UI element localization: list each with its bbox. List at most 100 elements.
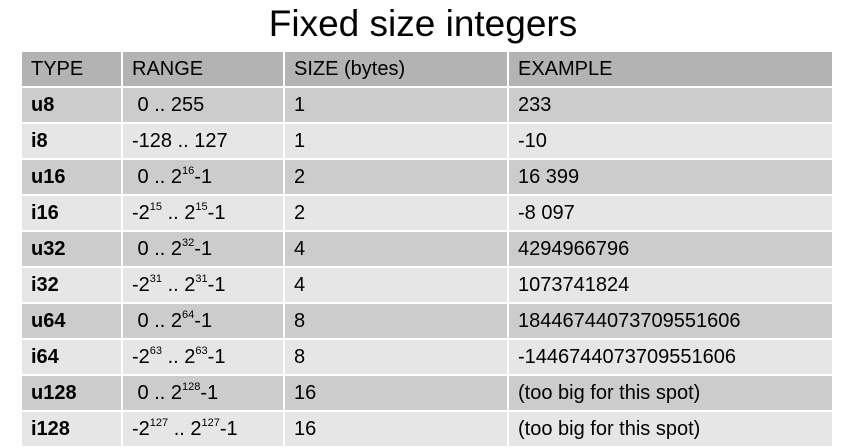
cell-size: 4 bbox=[284, 267, 509, 304]
range-low-base: -2 bbox=[132, 417, 150, 440]
cell-example: -1446744073709551606 bbox=[508, 339, 832, 376]
cell-example: -8 097 bbox=[508, 195, 832, 232]
range-high-base: 127 bbox=[194, 129, 228, 152]
cell-size: 2 bbox=[284, 195, 509, 232]
range-suffix: -1 bbox=[200, 381, 219, 404]
cell-example: (too big for this spot) bbox=[508, 411, 832, 448]
range-low-exponent: 127 bbox=[149, 416, 169, 429]
range-low-base: 0 bbox=[132, 93, 149, 116]
cell-type: u16 bbox=[22, 159, 123, 196]
cell-size: 8 bbox=[284, 339, 509, 376]
range-low-base: -128 bbox=[132, 129, 173, 152]
range-separator: .. bbox=[162, 345, 185, 368]
range-high-base: 2 bbox=[184, 273, 196, 296]
range-separator: .. bbox=[162, 201, 185, 224]
range-high-exponent: 64 bbox=[182, 308, 195, 321]
range-separator: .. bbox=[148, 165, 171, 188]
cell-type: i8 bbox=[22, 123, 123, 160]
table-header-row: TYPE RANGE SIZE (bytes) EXAMPLE bbox=[22, 52, 832, 88]
cell-range: 0 .. 2128-1 bbox=[122, 375, 285, 412]
cell-size: 2 bbox=[284, 159, 509, 196]
range-low-base: 0 bbox=[132, 381, 149, 404]
range-high-exponent: 127 bbox=[201, 416, 220, 429]
cell-range: 0 .. 264-1 bbox=[122, 303, 285, 340]
cell-range: -2127 .. 2127-1 bbox=[122, 411, 285, 448]
range-low-base: 0 bbox=[132, 237, 149, 260]
range-high-base: 2 bbox=[184, 345, 196, 368]
range-low-base: 0 bbox=[132, 165, 149, 188]
range-high-base: 2 bbox=[170, 165, 183, 188]
cell-size: 4 bbox=[284, 231, 509, 268]
cell-type: u32 bbox=[22, 231, 123, 268]
range-high-base: 2 bbox=[170, 237, 183, 260]
range-high-base: 2 bbox=[170, 309, 183, 332]
range-high-base: 2 bbox=[184, 201, 196, 224]
range-low-exponent: 63 bbox=[149, 344, 163, 357]
cell-type: u128 bbox=[22, 375, 123, 412]
range-suffix: -1 bbox=[207, 273, 226, 296]
cell-type: u8 bbox=[22, 87, 123, 124]
cell-type: u64 bbox=[22, 303, 123, 340]
range-suffix: -1 bbox=[219, 417, 238, 440]
column-header-type: TYPE bbox=[22, 52, 123, 88]
range-high-exponent: 128 bbox=[182, 380, 201, 393]
cell-range: -231 .. 231-1 bbox=[122, 267, 285, 304]
cell-range: -128 .. 127 bbox=[122, 123, 285, 160]
cell-range: 0 .. 232-1 bbox=[122, 231, 285, 268]
range-low-exponent: 15 bbox=[149, 200, 163, 213]
range-separator: .. bbox=[148, 93, 171, 116]
range-separator: .. bbox=[148, 309, 171, 332]
cell-type: i64 bbox=[22, 339, 123, 376]
range-separator: .. bbox=[168, 417, 191, 440]
range-separator: .. bbox=[172, 129, 195, 152]
range-suffix: -1 bbox=[207, 201, 226, 224]
column-header-example: EXAMPLE bbox=[508, 52, 832, 88]
range-high-base: 2 bbox=[190, 417, 202, 440]
column-header-size: SIZE (bytes) bbox=[284, 52, 509, 88]
range-separator: .. bbox=[148, 381, 171, 404]
cell-size: 8 bbox=[284, 303, 509, 340]
cell-size: 1 bbox=[284, 87, 509, 124]
range-low-base: 0 bbox=[132, 309, 149, 332]
cell-size: 16 bbox=[284, 375, 509, 412]
range-separator: .. bbox=[162, 273, 185, 296]
range-low-exponent: 31 bbox=[149, 272, 163, 285]
range-high-exponent: 32 bbox=[182, 236, 195, 249]
cell-size: 16 bbox=[284, 411, 509, 448]
range-low-base: -2 bbox=[132, 345, 150, 368]
range-high-exponent: 63 bbox=[195, 344, 208, 357]
cell-type: i16 bbox=[22, 195, 123, 232]
range-suffix: -1 bbox=[194, 237, 213, 260]
cell-range: -215 .. 215-1 bbox=[122, 195, 285, 232]
cell-example: 16 399 bbox=[508, 159, 832, 196]
range-suffix: -1 bbox=[207, 345, 226, 368]
range-low-base: -2 bbox=[132, 201, 150, 224]
range-low-base: -2 bbox=[132, 273, 150, 296]
cell-example: 18446744073709551606 bbox=[508, 303, 832, 340]
range-suffix: -1 bbox=[194, 309, 213, 332]
page-title: Fixed size integers bbox=[268, 3, 578, 44]
cell-range: -263 .. 263-1 bbox=[122, 339, 285, 376]
range-high-exponent: 31 bbox=[195, 272, 208, 285]
cell-type: i128 bbox=[22, 411, 123, 448]
cell-example: 1073741824 bbox=[508, 267, 832, 304]
cell-type: i32 bbox=[22, 267, 123, 304]
integer-types-table: TYPE RANGE SIZE (bytes) EXAMPLE u8 0 .. … bbox=[22, 52, 832, 448]
range-high-exponent: 15 bbox=[195, 200, 208, 213]
range-separator: .. bbox=[148, 237, 171, 260]
range-high-exponent: 16 bbox=[182, 164, 195, 177]
cell-example: (too big for this spot) bbox=[508, 375, 832, 412]
range-high-base: 255 bbox=[170, 93, 205, 116]
range-high-base: 2 bbox=[170, 381, 183, 404]
cell-example: -10 bbox=[508, 123, 832, 160]
